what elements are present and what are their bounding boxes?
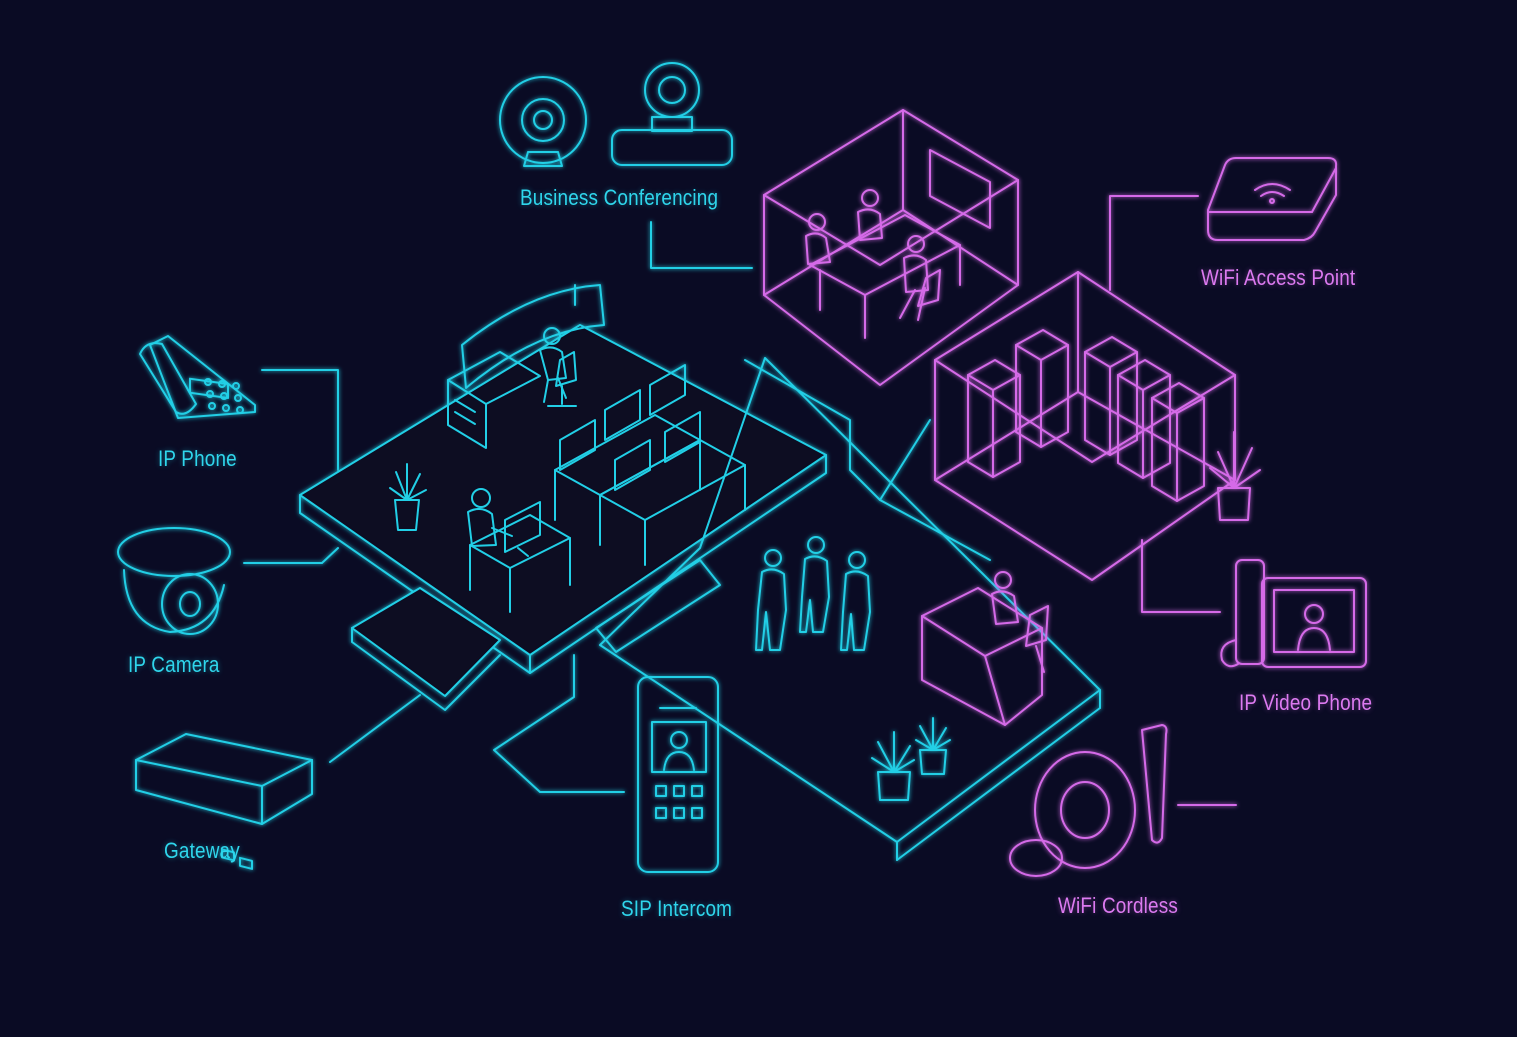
- label-ip-video-phone: IP Video Phone: [1239, 690, 1373, 715]
- connector-wifi-ap: [1109, 195, 1199, 291]
- wifi-cordless-icon: [1009, 724, 1168, 877]
- label-gateway: Gateway: [164, 838, 240, 863]
- label-ip-phone: IP Phone: [158, 446, 237, 471]
- connector-video-phone: [1141, 539, 1221, 613]
- cubicle-desks: [554, 364, 746, 566]
- label-business-conferencing: Business Conferencing: [520, 185, 719, 210]
- gateway-box-icon: [135, 733, 313, 870]
- sip-intercom-icon: [637, 676, 719, 873]
- connector-gateway: [329, 694, 421, 763]
- label-ip-camera: IP Camera: [128, 652, 220, 677]
- lobby-plants: [871, 717, 951, 801]
- connector-lines: [243, 195, 1237, 806]
- label-wifi-access-point: WiFi Access Point: [1201, 265, 1356, 290]
- server-room: [934, 271, 1261, 581]
- ip-video-phone-icon: [1220, 559, 1367, 668]
- wifi-access-point-icon: [1207, 157, 1338, 241]
- webcam-icon: [499, 76, 587, 167]
- lobby-reception: [921, 571, 1049, 726]
- connector-lobby-link: [879, 499, 991, 561]
- conference-camera-icon: [611, 62, 733, 166]
- ip-phone-icon: [139, 335, 256, 419]
- office-floor: [299, 284, 1101, 861]
- dome-camera-icon: [117, 527, 231, 635]
- lobby-people: [755, 536, 871, 651]
- connector-conferencing: [650, 221, 753, 269]
- connector-ip-phone: [261, 369, 339, 471]
- label-wifi-cordless: WiFi Cordless: [1058, 893, 1178, 918]
- server-racks: [967, 329, 1205, 502]
- label-sip-intercom: SIP Intercom: [621, 896, 733, 921]
- conference-room: [763, 109, 1019, 386]
- connector-network-hub: [744, 359, 931, 501]
- connector-ip-camera: [243, 547, 339, 564]
- connector-intercom: [493, 654, 625, 793]
